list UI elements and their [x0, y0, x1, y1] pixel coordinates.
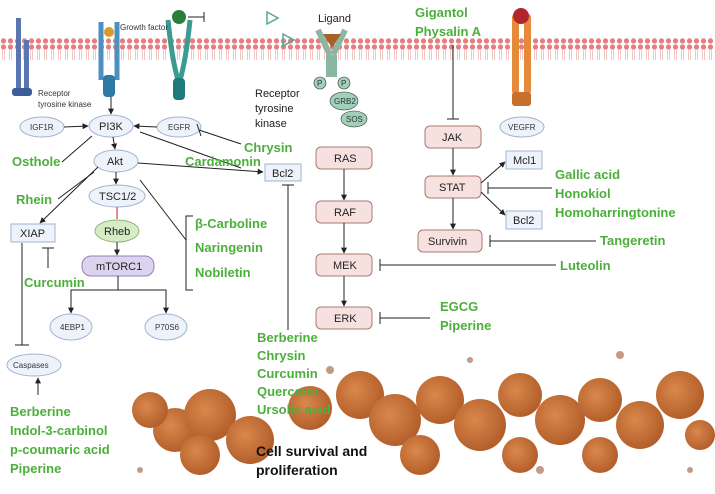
pi3k-receptor-icon — [98, 22, 120, 97]
jak-node: JAK — [442, 132, 463, 144]
tsc-node: TSC1/2 — [99, 191, 136, 203]
xiap-node: XIAP — [20, 228, 45, 240]
compound-carboline: β-Carboline — [195, 216, 267, 231]
pathway-edges — [15, 12, 596, 395]
phospho-p1: P — [317, 79, 322, 88]
akt-node: Akt — [107, 156, 123, 168]
compound-naringenin: Naringenin — [195, 240, 263, 255]
ligand-triangle-icon — [266, 10, 280, 26]
compound-tangeretin: Tangeretin — [600, 233, 666, 248]
cell-membrane — [0, 38, 715, 60]
compound-mid-1: Berberine — [257, 330, 318, 345]
rheb-node: Rheb — [104, 226, 130, 238]
compound-nobiletin: Nobiletin — [195, 265, 251, 280]
compound-gallic: Gallic acid — [555, 167, 620, 182]
igf1r-receptor-icon — [12, 18, 32, 96]
compound-physalin: Physalin A — [415, 24, 482, 39]
compound-left-3: p-coumaric acid — [10, 442, 110, 457]
rtk-left-line-2: tyrosine kinase — [38, 100, 92, 109]
vegfr-receptor-icon — [512, 8, 531, 106]
compound-mid-2: Chrysin — [257, 348, 305, 363]
tumor-cells-icon — [132, 351, 715, 475]
outcome-line-1: Cell survival and — [256, 443, 367, 459]
growth-factor-label: Growth factor — [120, 23, 168, 32]
ligand-receptor-icon — [315, 28, 348, 77]
compound-cardamonin: Cardamonin — [185, 154, 261, 169]
rtk-mid-line-3: kinase — [255, 118, 287, 130]
compound-left-4: Piperine — [10, 461, 61, 476]
rtk-mid-line-2: tyrosine — [255, 103, 294, 115]
erk-node: ERK — [334, 313, 357, 325]
egfr-node: EGFR — [168, 123, 190, 132]
ras-node: RAS — [334, 153, 357, 165]
mcl1-node: Mcl1 — [513, 155, 536, 167]
compound-chrysin-top: Chrysin — [244, 140, 292, 155]
bcl2-left-node: Bcl2 — [272, 168, 293, 180]
compound-gigantol: Gigantol — [415, 5, 468, 20]
pi3k-node: PI3K — [99, 121, 124, 133]
compound-homoharringtonine: Homoharringtonine — [555, 205, 676, 220]
compound-mid-5: Ursolic acid — [257, 402, 331, 417]
igf1r-node: IGF1R — [30, 123, 54, 132]
rtk-mid-line-1: Receptor — [255, 88, 300, 100]
compound-curcumin-left: Curcumin — [24, 275, 85, 290]
outcome-line-2: proliferation — [256, 462, 338, 478]
grb2-node: GRB2 — [334, 97, 356, 106]
compound-mid-4: Quercetin — [257, 384, 318, 399]
compound-left-2: Indol-3-carbinol — [10, 423, 108, 438]
compound-egcg: EGCG — [440, 299, 478, 314]
vegfr-node: VEGFR — [508, 123, 536, 132]
mek-node: MEK — [333, 260, 358, 272]
compound-left-1: Berberine — [10, 404, 71, 419]
compound-honokiol: Honokiol — [555, 186, 611, 201]
compound-rhein: Rhein — [16, 192, 52, 207]
compound-osthole: Osthole — [12, 154, 60, 169]
compound-luteolin: Luteolin — [560, 258, 611, 273]
raf-node: RAF — [334, 207, 356, 219]
p70s6-node: P70S6 — [155, 323, 180, 332]
mtorc1-node: mTORC1 — [96, 261, 142, 273]
sos-node: SOS — [346, 115, 363, 124]
survivin-node: Survivin — [428, 236, 467, 248]
rtk-left-line-1: Receptor — [38, 89, 71, 98]
caspases-node: Caspases — [13, 361, 49, 370]
stat-node: STAT — [439, 182, 466, 194]
4ebp1-node: 4EBP1 — [60, 323, 85, 332]
egfr-receptor-icon — [165, 10, 193, 100]
ligand-label: Ligand — [318, 13, 351, 25]
compound-piperine-right: Piperine — [440, 318, 491, 333]
compound-mid-3: Curcumin — [257, 366, 318, 381]
ligand-triangle-icon — [282, 32, 296, 48]
bcl2-right-node: Bcl2 — [513, 215, 534, 227]
phospho-p2: P — [341, 79, 346, 88]
